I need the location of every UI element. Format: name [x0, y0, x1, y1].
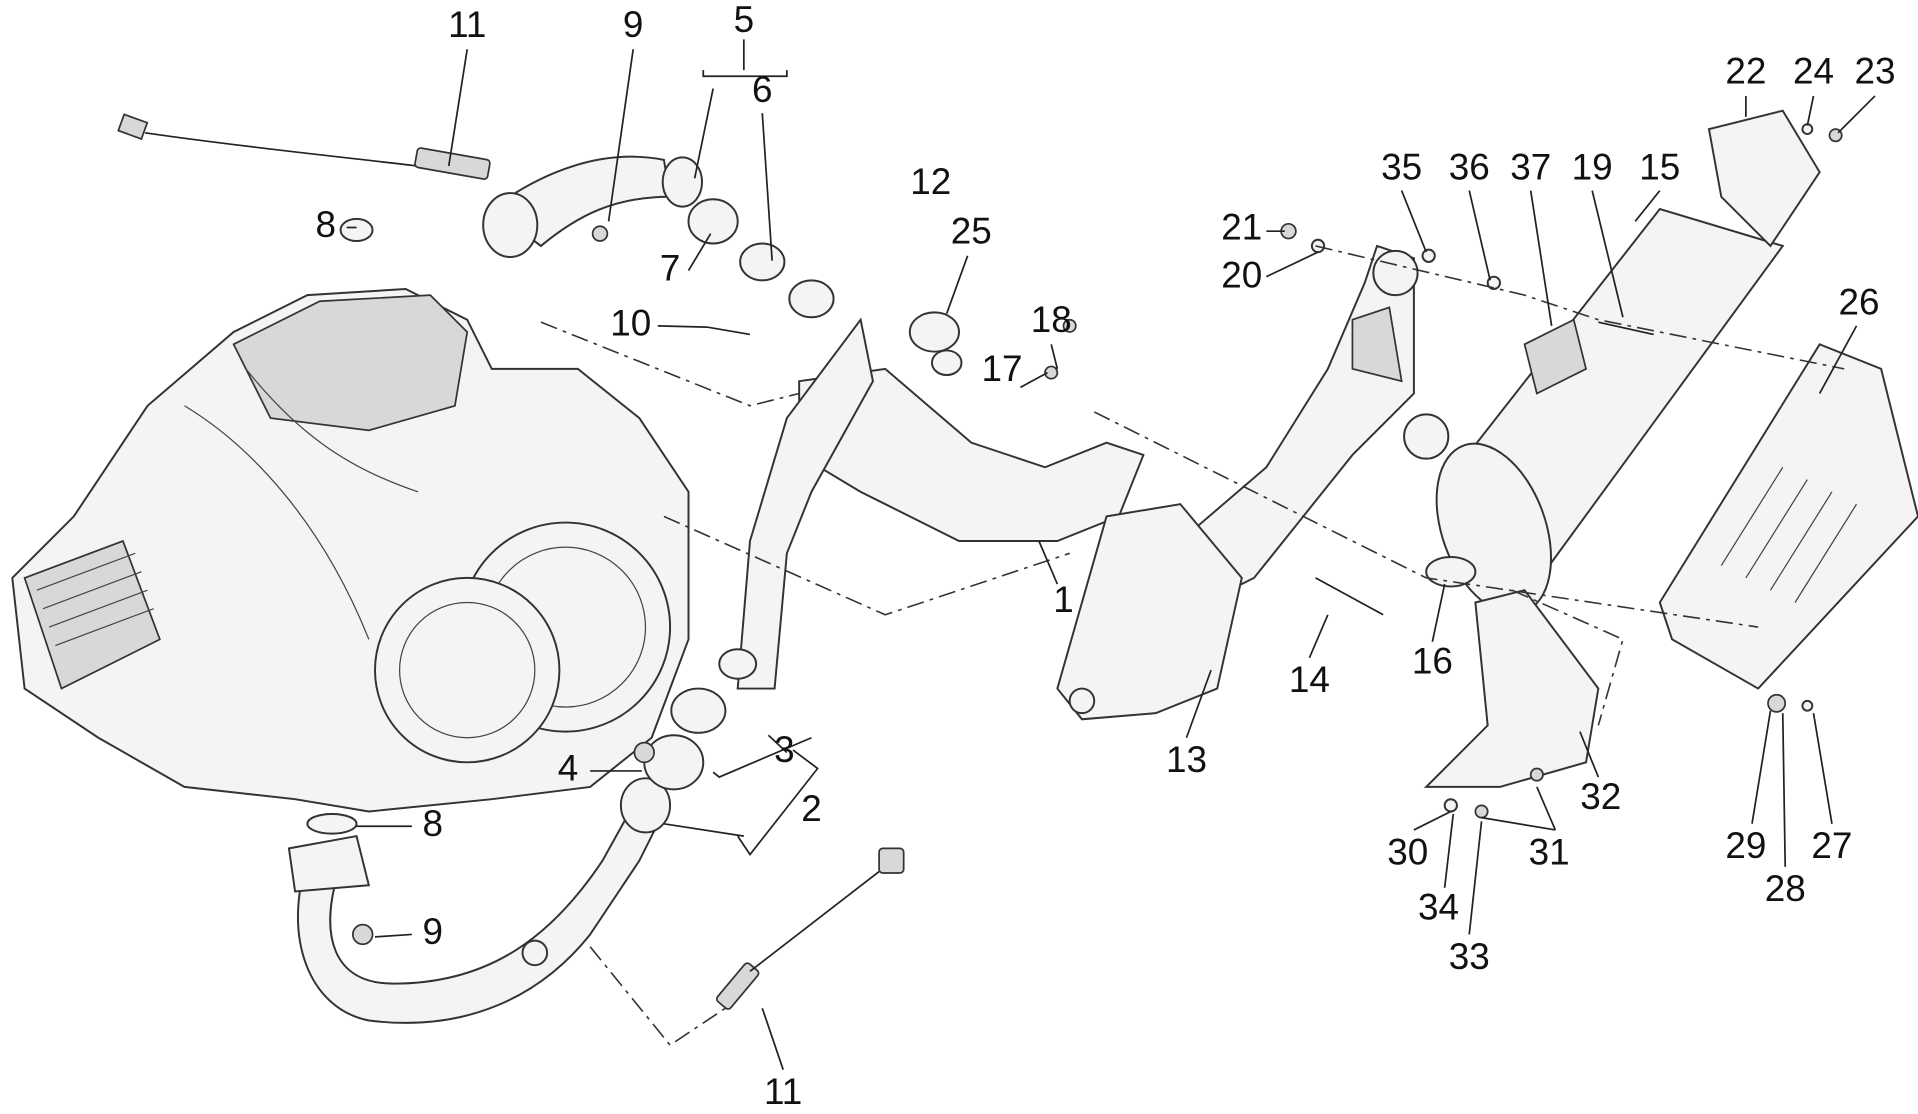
muffler: [1423, 109, 1918, 788]
callout-32: 32: [1580, 776, 1621, 817]
callout-13: 13: [1166, 739, 1207, 780]
callout-29: 29: [1725, 825, 1766, 866]
callout-33: 33: [1449, 936, 1490, 977]
callout-36: 36: [1449, 146, 1490, 187]
callout-28: 28: [1765, 868, 1806, 909]
callout-21: 21: [1221, 207, 1262, 248]
callout-10: 10: [610, 303, 651, 344]
callout-14: 14: [1289, 659, 1330, 700]
oxygen-sensor-top: [117, 113, 491, 180]
callout-12: 12: [910, 161, 951, 202]
reference-lines: [540, 245, 1845, 1047]
callout-3: 3: [774, 729, 795, 770]
callout-2: 2: [801, 788, 822, 829]
callout-22: 22: [1725, 51, 1766, 92]
callout-27: 27: [1811, 825, 1852, 866]
callout-11: 11: [448, 4, 486, 45]
callout-25: 25: [951, 210, 992, 251]
callout-37: 37: [1510, 146, 1551, 187]
callout-17: 17: [982, 348, 1023, 389]
callout-6: 6: [752, 69, 773, 110]
callout-20: 20: [1221, 255, 1262, 296]
engine-assembly: [11, 287, 690, 813]
upper-exhaust-pipe: [339, 155, 835, 319]
callout-8-lower: 8: [423, 803, 444, 844]
lower-exhaust-pipe: [287, 648, 758, 1024]
callout-23: 23: [1854, 51, 1895, 92]
callout-9: 9: [623, 4, 644, 45]
muffler-bracket: [1056, 244, 1450, 721]
callout-8: 8: [316, 204, 337, 245]
callout-15: 15: [1639, 146, 1680, 187]
catalytic-converter: [736, 311, 1145, 690]
callout-34: 34: [1418, 887, 1459, 928]
callout-16: 16: [1412, 641, 1453, 682]
callout-19: 19: [1572, 146, 1613, 187]
callout-30: 30: [1387, 831, 1428, 872]
leader-lines: [346, 39, 1876, 1070]
callout-9-lower: 9: [423, 911, 444, 952]
callout-35: 35: [1381, 146, 1422, 187]
callout-labels: 11 9 5 6 8 7 10 12 25 18 17 21 20 35 36 …: [316, 0, 1896, 1112]
callout-4: 4: [558, 748, 579, 789]
callout-24: 24: [1793, 51, 1834, 92]
callout-1: 1: [1053, 579, 1074, 620]
callout-11-lower: 11: [764, 1071, 802, 1112]
oxygen-sensor-bottom: [715, 847, 905, 1010]
callout-31: 31: [1529, 831, 1570, 872]
callout-5: 5: [734, 0, 755, 40]
callout-26: 26: [1838, 282, 1879, 323]
callout-7: 7: [660, 247, 681, 288]
callout-18: 18: [1031, 299, 1072, 340]
